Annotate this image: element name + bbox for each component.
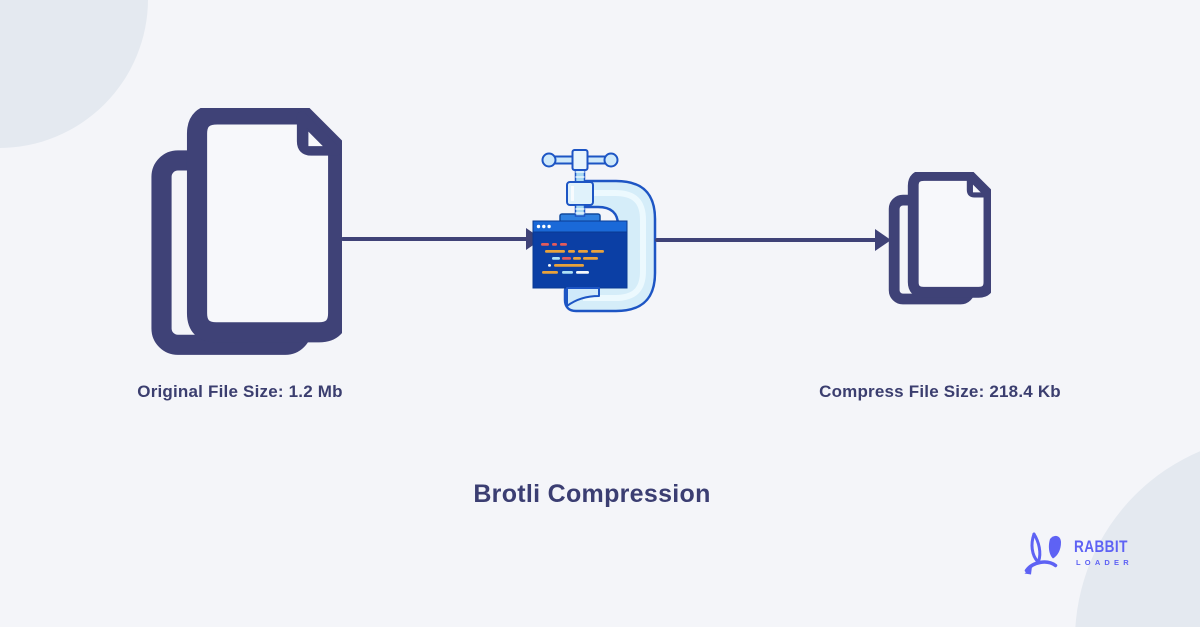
compressed-documents-icon <box>888 172 991 305</box>
original-file-size-label: Original File Size: 1.2 Mb <box>137 382 343 401</box>
rabbit-head <box>1024 560 1058 573</box>
flow-arrow-right-head <box>875 229 891 251</box>
rabbit-paw <box>1024 566 1032 575</box>
compression-clamp-illustration <box>532 149 657 313</box>
clamp-handle-knob-right <box>603 152 619 168</box>
compressed-file-size-label: Compress File Size: 218.4 Kb <box>819 382 1061 401</box>
code-window <box>532 220 628 289</box>
flow-arrow-left-line <box>341 237 529 241</box>
logo-text-loader: LOADER <box>1076 558 1133 567</box>
logo-text-rabbit: RABBIT <box>1074 537 1128 556</box>
clamp-frame-highlight <box>583 190 646 301</box>
rabbit-icon <box>1024 532 1061 575</box>
rabbit-right-ear <box>1048 535 1061 559</box>
clamp-handle-block <box>571 149 589 171</box>
rabbitloader-logo: RABBIT LOADER <box>1022 529 1172 581</box>
clamp-foot <box>566 287 600 307</box>
diagram-title: Brotli Compression <box>473 480 711 508</box>
window-traffic-dots <box>536 224 551 229</box>
clamp-cylinder <box>566 181 594 206</box>
background-circle-top-left <box>0 0 148 148</box>
flow-arrow-right-line <box>655 238 879 242</box>
original-documents-icon <box>151 108 342 355</box>
rabbit-left-ear <box>1030 532 1042 564</box>
clamp-handle-knob-left <box>541 152 557 168</box>
clamp-screw-thread-lower <box>574 204 586 217</box>
thread-grooves-lower <box>575 208 585 214</box>
code-lines <box>541 243 604 274</box>
logo-wordmark: RABBIT LOADER <box>1074 538 1141 567</box>
